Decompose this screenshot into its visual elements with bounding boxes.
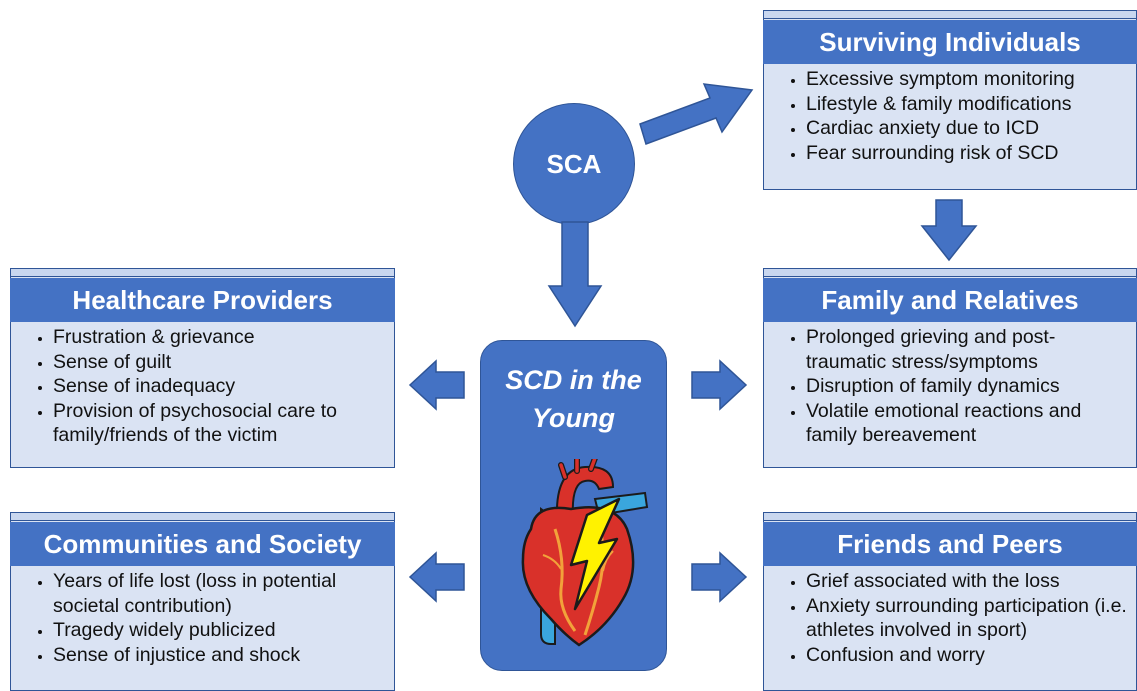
arrow-center-to-friends [691,551,748,603]
list-item: Anxiety surrounding participation (i.e. … [806,594,1130,643]
bullet-list: Prolonged grieving and post-traumatic st… [764,325,1136,448]
communities-society-panel: Communities and Society Years of life lo… [10,512,395,691]
list-item: Sense of inadequacy [53,374,388,399]
list-item: Cardiac anxiety due to ICD [806,116,1130,141]
panel-header: Friends and Peers [763,522,1137,566]
list-item: Confusion and worry [806,643,1130,668]
center-title-line: Young [532,403,615,433]
sca-label: SCA [546,148,602,179]
panel-cap [764,11,1136,19]
list-item: Tragedy widely publicized [53,618,388,643]
list-item: Provision of psychosocial care to family… [53,399,388,448]
family-relatives-panel: Family and Relatives Prolonged grieving … [763,268,1137,468]
center-title: SCD in the Young [481,361,666,437]
bullet-list: Excessive symptom monitoring Lifestyle &… [764,67,1136,165]
healthcare-providers-panel: Healthcare Providers Frustration & griev… [10,268,395,468]
list-item: Years of life lost (loss in potential so… [53,569,388,618]
heart-lightning-icon [521,459,649,647]
bullet-list: Years of life lost (loss in potential so… [11,569,394,667]
list-item: Lifestyle & family modifications [806,92,1130,117]
list-item: Sense of guilt [53,350,388,375]
panel-header: Healthcare Providers [10,278,395,322]
arrow-center-to-communities [408,551,465,603]
surviving-individuals-panel: Surviving Individuals Excessive symptom … [763,10,1137,190]
panel-header: Communities and Society [10,522,395,566]
arrow-center-to-healthcare [408,359,465,411]
list-item: Frustration & grievance [53,325,388,350]
scd-center-box: SCD in the Young [480,340,667,671]
sca-circle: SCA [513,103,635,225]
bullet-list: Grief associated with the loss Anxiety s… [764,569,1136,667]
center-title-line: SCD in the [505,365,642,395]
list-item: Volatile emotional reactions and family … [806,399,1130,448]
panel-cap [764,269,1136,277]
panel-header: Surviving Individuals [763,20,1137,64]
arrow-sca-to-surviving [639,83,754,145]
list-item: Excessive symptom monitoring [806,67,1130,92]
arrow-sca-to-center [547,221,603,328]
panel-cap [11,269,394,277]
arrow-surviving-to-family [920,199,978,262]
list-item: Sense of injustice and shock [53,643,388,668]
panel-header: Family and Relatives [763,278,1137,322]
list-item: Prolonged grieving and post-traumatic st… [806,325,1130,374]
bullet-list: Frustration & grievance Sense of guilt S… [11,325,394,448]
list-item: Fear surrounding risk of SCD [806,141,1130,166]
list-item: Disruption of family dynamics [806,374,1130,399]
friends-peers-panel: Friends and Peers Grief associated with … [763,512,1137,691]
arrow-center-to-family [691,359,748,411]
list-item: Grief associated with the loss [806,569,1130,594]
panel-cap [11,513,394,521]
panel-cap [764,513,1136,521]
